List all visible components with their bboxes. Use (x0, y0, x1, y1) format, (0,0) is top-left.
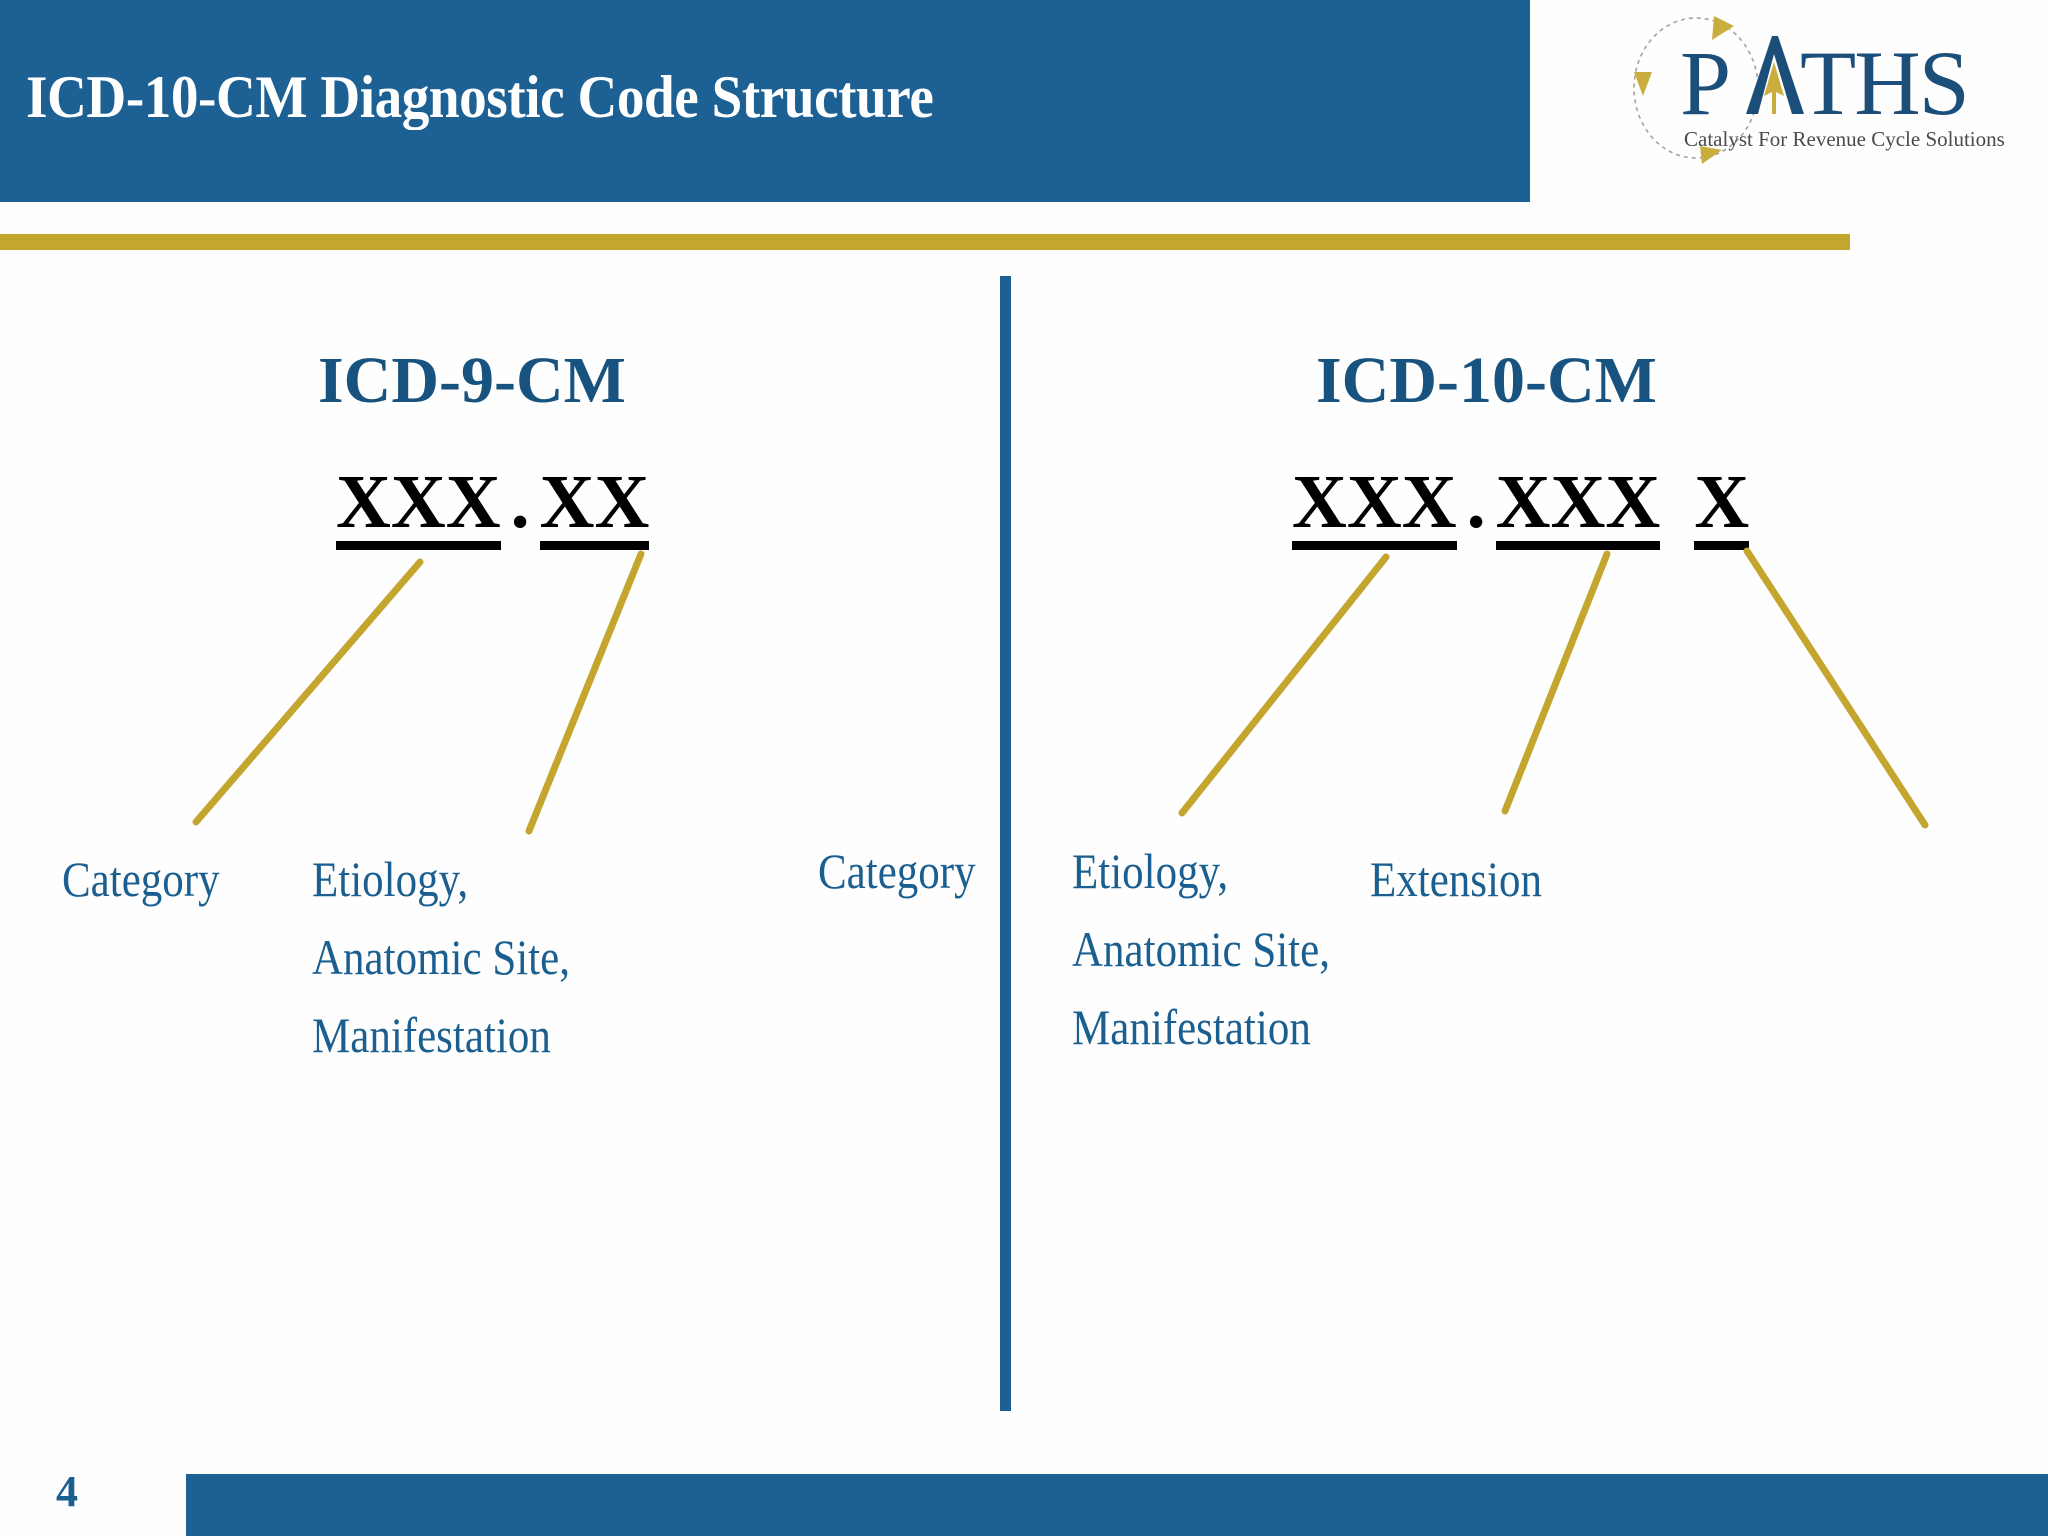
logo-arrow-left (1634, 72, 1652, 96)
icd9-label-etiology-line3: Manifestation (312, 1007, 551, 1063)
panel-divider (1000, 276, 1011, 1411)
page-title: ICD-10-CM Diagnostic Code Structure (26, 64, 934, 130)
icd10-segment-etiology: XXX (1495, 460, 1661, 550)
icd10-segment-extension: X (1694, 460, 1750, 550)
connector-icd10-etiology (1501, 550, 1611, 815)
icd10-label-extension-line1: Extension (1370, 851, 1542, 907)
footer-bar (186, 1474, 2048, 1536)
icd9-label-category-line1: Category (62, 851, 220, 907)
icd10-label-etiology-line2: Anatomic Site, (1072, 921, 1330, 977)
icd9-heading: ICD-9-CM (318, 344, 626, 417)
icd10-label-extension: Extension (1370, 840, 1542, 918)
icd9-label-etiology-line1: Etiology, (312, 851, 469, 907)
connector-icd9-category (192, 558, 424, 826)
icd10-segment-category: XXX (1292, 460, 1457, 550)
icd9-label-etiology: Etiology, Anatomic Site, Manifestation (312, 840, 570, 1074)
connector-icd9-etiology (525, 550, 645, 835)
connector-icd10-category (1178, 553, 1390, 817)
logo-letter-a-chevron (1746, 36, 1804, 114)
icd9-segment-category: XXX (336, 460, 501, 550)
logo-arrow-top (1712, 16, 1734, 40)
logo-inner-arrow (1764, 62, 1784, 114)
page-number: 4 (56, 1467, 78, 1516)
paths-logo: P THS Catalyst For Revenue Cycle Solutio… (1588, 10, 2008, 170)
title-bar: ICD-10-CM Diagnostic Code Structure (0, 0, 1530, 202)
logo-arrow-bottom (1700, 146, 1722, 164)
icd10-label-etiology-line1: Etiology, (1072, 843, 1229, 899)
icd10-label-category-line1: Category (818, 843, 976, 899)
icd9-code-separator: . (510, 460, 530, 544)
paths-logo-svg: P THS Catalyst For Revenue Cycle Solutio… (1633, 16, 2005, 164)
icd9-label-etiology-line2: Anatomic Site, (312, 929, 570, 985)
icd10-label-etiology: Etiology, Anatomic Site, Manifestation (1072, 832, 1330, 1066)
logo-tagline: Catalyst For Revenue Cycle Solutions (1684, 127, 2005, 151)
logo-wordmark-ths: THS (1800, 32, 1968, 134)
logo-wordmark-p: P (1680, 32, 1730, 134)
connector-icd10-extension (1743, 547, 1929, 829)
icd10-heading: ICD-10-CM (1316, 344, 1657, 417)
accent-gold-rule (0, 234, 1850, 250)
icd9-segment-etiology: XX (539, 460, 650, 550)
icd10-label-category: Category (818, 832, 976, 910)
icd9-label-category: Category (62, 840, 220, 918)
icd10-label-etiology-line3: Manifestation (1072, 999, 1311, 1055)
icd10-code-separator: . (1466, 460, 1486, 544)
icd9-code: XXX.XX (336, 460, 650, 550)
